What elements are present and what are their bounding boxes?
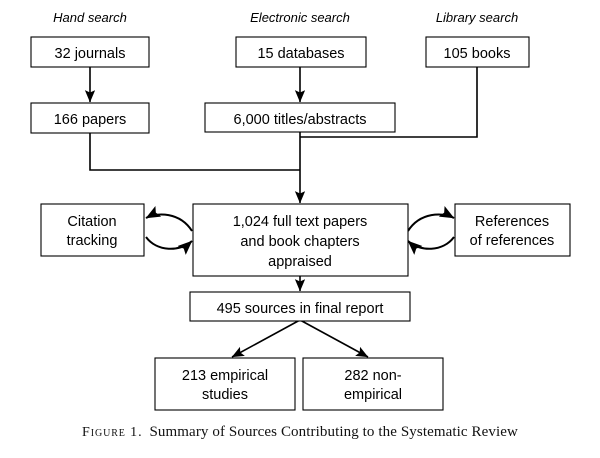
node-label-references-line2: of references — [470, 233, 555, 249]
node-box-titles — [204, 102, 396, 133]
edge-references-outbound — [407, 236, 455, 255]
node-box-books — [425, 36, 530, 68]
group-label-electronic-search: Electronic search — [250, 10, 350, 25]
node-box-journals — [30, 36, 150, 68]
group-label-hand-search: Hand search — [53, 10, 127, 25]
node-label-empirical-line2: studies — [202, 387, 248, 403]
edge-references-inbound — [407, 206, 455, 232]
node-box-empirical-studies — [154, 357, 296, 411]
edge-sources-to-nonempirical — [299, 319, 369, 358]
node-label-books: 105 books — [444, 46, 511, 62]
node-label-titles: 6,000 titles/abstracts — [234, 112, 367, 128]
group-label-library-search: Library search — [436, 10, 518, 25]
edge-papers-to-fulltext — [89, 133, 300, 171]
node-label-citation-line2: tracking — [67, 233, 118, 249]
figure-caption: Figure 1. Summary of Sources Contributing… — [0, 424, 600, 441]
edge-sources-to-empirical — [231, 319, 301, 358]
node-label-fulltext-line2: and book chapters — [240, 234, 359, 250]
node-label-fulltext-line1: 1,024 full text papers — [233, 214, 368, 230]
node-label-nonempirical-line1: 282 non- — [344, 368, 401, 384]
node-label-sources: 495 sources in final report — [217, 301, 384, 317]
node-label-papers: 166 papers — [54, 112, 127, 128]
node-box-references-of-references — [454, 203, 571, 257]
edge-citation-outbound — [145, 236, 193, 255]
node-label-databases: 15 databases — [257, 46, 344, 62]
node-box-papers — [30, 102, 150, 134]
node-label-references-line1: References — [475, 214, 549, 230]
figure-number-label: Figure 1. — [82, 425, 143, 440]
edge-books-to-fulltext — [300, 67, 478, 138]
node-box-fulltext-appraised — [192, 203, 409, 277]
node-box-sources-final-report — [189, 291, 411, 322]
node-label-citation-line1: Citation — [67, 214, 116, 230]
edge-citation-inbound — [145, 206, 193, 232]
node-label-fulltext-line3: appraised — [268, 254, 332, 270]
node-label-empirical-line1: 213 empirical — [182, 368, 268, 384]
figure-caption-text: Summary of Sources Contributing to the S… — [149, 424, 518, 440]
node-box-non-empirical — [302, 357, 444, 411]
node-label-nonempirical-line2: empirical — [344, 387, 402, 403]
node-box-databases — [235, 36, 367, 68]
node-label-journals: 32 journals — [55, 46, 126, 62]
node-box-citation-tracking — [40, 203, 145, 257]
